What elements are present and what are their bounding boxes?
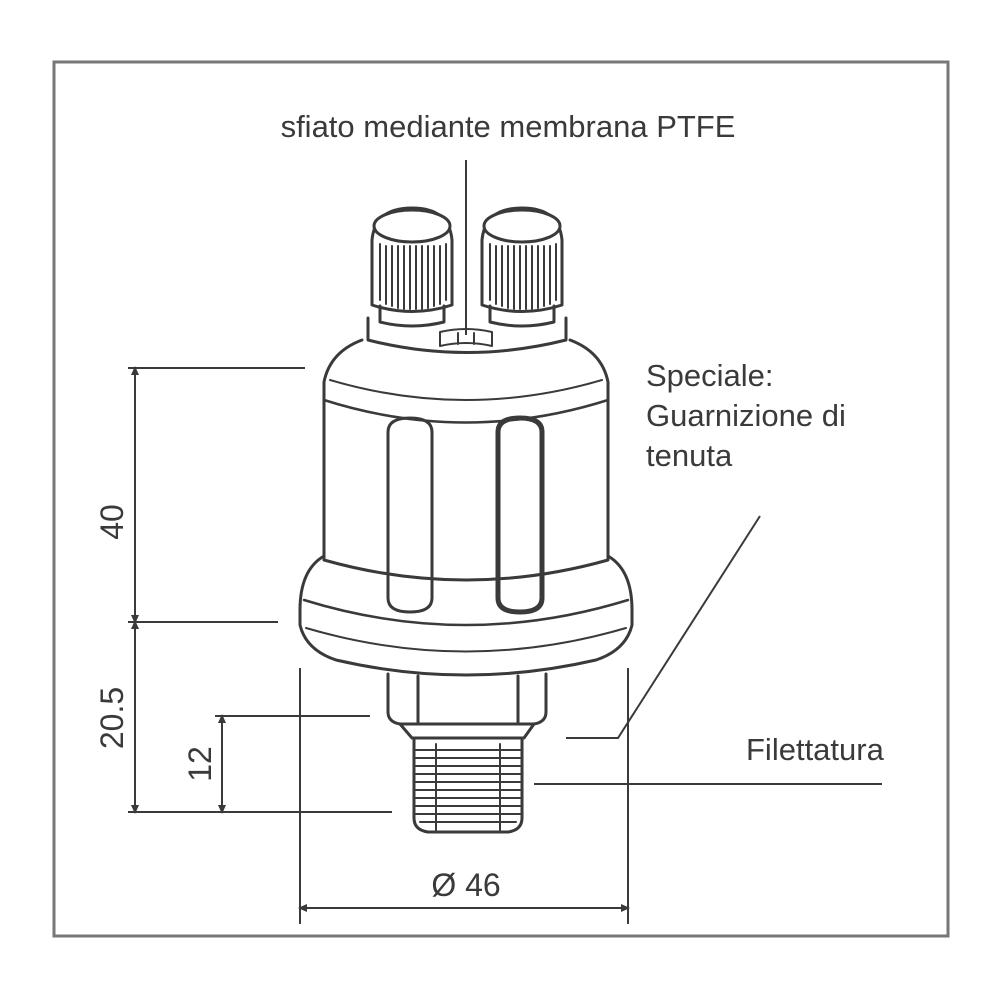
- vent-label: sfiato mediante membrana PTFE: [281, 109, 736, 144]
- thread-label: Filettatura: [746, 732, 885, 767]
- body-groove-right: [495, 415, 545, 615]
- special-label-line2: Guarnizione di: [646, 398, 846, 433]
- dim-diameter: Ø 46: [431, 867, 500, 903]
- sensor-flange: [298, 554, 634, 677]
- terminal-base: [366, 316, 568, 354]
- pressure-sensor-drawing: [298, 206, 634, 834]
- body-groove-left: [386, 416, 434, 614]
- right-terminal-cap: [480, 206, 564, 328]
- dim-body-height: 40: [94, 504, 130, 540]
- left-terminal-cap: [370, 206, 454, 328]
- threaded-stem: [412, 736, 524, 834]
- special-label-line1: Speciale:: [646, 358, 774, 393]
- dim-lower-height: 20.5: [94, 687, 130, 749]
- dimension-lines: [128, 160, 882, 924]
- hex-nut: [386, 672, 548, 726]
- special-label-line3: tenuta: [646, 438, 733, 473]
- sensor-body: [322, 338, 610, 582]
- dim-thread-length: 12: [182, 746, 218, 782]
